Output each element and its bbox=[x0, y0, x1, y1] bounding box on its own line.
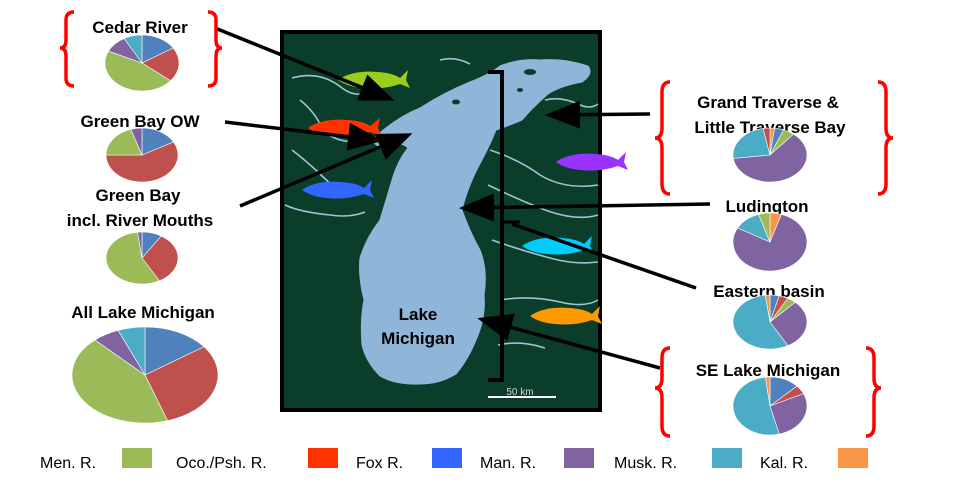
label-ludington: Ludington bbox=[725, 197, 808, 216]
pie-slice bbox=[130, 127, 143, 156]
label-green-bay-ow: Green Bay OW bbox=[80, 112, 200, 131]
pie-charts bbox=[71, 34, 808, 436]
label-eastern-basin: Eastern basin bbox=[713, 282, 825, 301]
pie-slice bbox=[123, 34, 143, 64]
pie-slice bbox=[144, 326, 205, 376]
legend-swatch-kal bbox=[838, 448, 868, 468]
arrow-grand-traverse bbox=[545, 100, 651, 129]
label-grand-traverse-line2: Little Traverse Bay bbox=[694, 118, 846, 137]
fish-icon-musk bbox=[522, 236, 594, 255]
pie-slice bbox=[117, 326, 146, 377]
legend-swatch-oco bbox=[308, 448, 338, 468]
pie-green-bay-ow bbox=[105, 127, 179, 183]
arrow-se-lake-michigan bbox=[477, 313, 661, 370]
arrow-green-bay-ow bbox=[224, 120, 383, 151]
legend-swatch-men bbox=[122, 448, 152, 468]
lake-michigan bbox=[359, 59, 591, 385]
pie-slice bbox=[105, 231, 160, 285]
scale-label: 50 km bbox=[506, 387, 533, 398]
island bbox=[524, 69, 536, 75]
brace-cedar-right bbox=[207, 10, 223, 88]
lake-label-line2: Michigan bbox=[381, 329, 455, 348]
label-cedar-river: Cedar River bbox=[92, 18, 188, 37]
legend-label-musk: Musk. R. bbox=[614, 455, 677, 472]
pie-slice bbox=[71, 339, 168, 424]
pie-slice bbox=[141, 47, 180, 82]
arrow-ludington bbox=[459, 193, 711, 222]
fish-icon-kal bbox=[530, 306, 602, 325]
pie-slice bbox=[769, 393, 808, 435]
pie-se-lake-michigan bbox=[732, 376, 808, 436]
pie-slice bbox=[732, 128, 771, 159]
legend-label-oco: Oco./Psh. R. bbox=[176, 455, 267, 472]
river bbox=[439, 57, 471, 65]
pie-green-bay-rm bbox=[105, 231, 179, 285]
legend-swatch-musk bbox=[712, 448, 742, 468]
pie-ludington bbox=[732, 212, 808, 272]
pie-slice bbox=[732, 133, 808, 183]
arrow-cedar-river bbox=[214, 26, 395, 101]
fish-icon-man bbox=[556, 152, 628, 171]
lake-label-line1: Lake bbox=[399, 305, 438, 324]
fish-icon-fox bbox=[302, 180, 374, 199]
label-green-bay-rm-line2: incl. River Mouths bbox=[67, 211, 213, 230]
island bbox=[452, 99, 460, 105]
brace-cedar-left bbox=[59, 10, 75, 88]
pie-slice bbox=[144, 346, 219, 421]
pie-slice bbox=[105, 128, 143, 156]
brace-se-right bbox=[865, 346, 882, 438]
legend-label-men: Men. R. bbox=[40, 455, 96, 472]
label-grand-traverse-line1: Grand Traverse & bbox=[697, 93, 839, 112]
brace-gt-left bbox=[654, 80, 671, 196]
label-green-bay-rm-line1: Green Bay bbox=[95, 186, 181, 205]
east-shore-bracket bbox=[488, 70, 504, 382]
connectors bbox=[214, 26, 711, 370]
pie-slice bbox=[765, 376, 771, 407]
arrow-green-bay-rm bbox=[239, 133, 413, 208]
label-se-lake-michigan: SE Lake Michigan bbox=[696, 361, 841, 380]
pie-eastern-basin bbox=[732, 294, 808, 350]
pie-slice bbox=[758, 212, 771, 243]
pie-slice bbox=[732, 214, 808, 272]
river bbox=[284, 204, 366, 217]
island bbox=[517, 88, 523, 92]
site-labels: Cedar River Green Bay OW Green Bay incl.… bbox=[67, 18, 846, 380]
brace-se-left bbox=[654, 346, 671, 438]
pie-slice bbox=[769, 301, 808, 347]
line-eastern-basin bbox=[511, 222, 697, 290]
map-panel: Lake Michigan 50 km bbox=[280, 30, 602, 412]
pie-slice bbox=[762, 127, 771, 156]
red-braces bbox=[59, 10, 894, 438]
pie-grand-traverse bbox=[732, 127, 808, 183]
legend-swatch-man bbox=[564, 448, 594, 468]
legend-label-fox: Fox R. bbox=[356, 455, 403, 472]
legend-label-kal: Kal. R. bbox=[760, 455, 808, 472]
legend: Men. R. Oco./Psh. R. Fox R. Man. R. Musk… bbox=[40, 448, 868, 472]
river bbox=[489, 149, 599, 188]
river bbox=[499, 297, 599, 306]
pie-all-lake-michigan bbox=[71, 326, 219, 424]
brace-gt-right bbox=[877, 80, 894, 196]
pie-slice bbox=[104, 50, 172, 92]
pie-slice bbox=[732, 294, 789, 350]
pie-slice bbox=[765, 294, 771, 323]
pie-cedar-river bbox=[104, 34, 180, 92]
river bbox=[491, 239, 599, 264]
pie-slice bbox=[137, 231, 143, 259]
legend-label-man: Man. R. bbox=[480, 455, 536, 472]
label-all-lake-michigan: All Lake Michigan bbox=[71, 303, 215, 322]
pie-slice bbox=[105, 141, 179, 183]
legend-swatch-fox bbox=[432, 448, 462, 468]
